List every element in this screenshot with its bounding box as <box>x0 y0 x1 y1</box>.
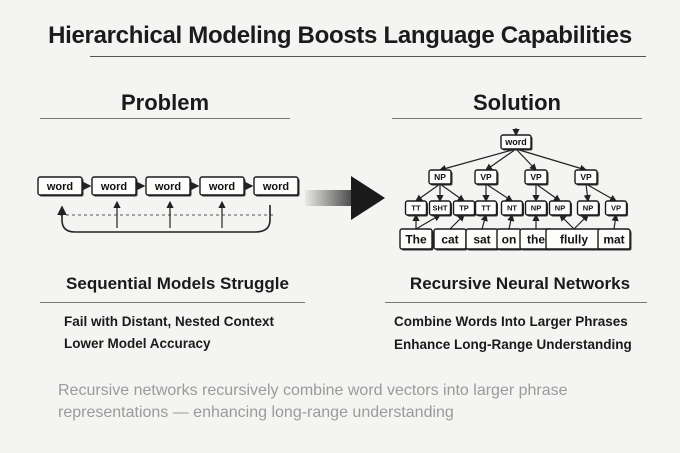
word-box-label: word <box>100 181 127 193</box>
tree-edge <box>535 183 561 202</box>
leaf-word-node-label: The <box>405 232 427 246</box>
tree-edge <box>449 214 465 230</box>
phrase-node: VP <box>574 169 599 186</box>
problem-subheading: Sequential Models Struggle <box>66 274 289 293</box>
word-box: word <box>145 176 192 197</box>
constituent-node: VP <box>604 200 628 217</box>
phrase-node: VP <box>524 169 549 186</box>
solution-bullet-1: Combine Words Into Larger Phrases <box>394 314 628 329</box>
word-box-label: word <box>208 181 235 193</box>
phrase-node-label: VP <box>480 172 492 182</box>
constituent-node: NT <box>500 200 524 217</box>
constituent-node: TP <box>452 200 476 217</box>
word-box: word <box>253 176 300 197</box>
tree-edge <box>611 213 619 230</box>
constituent-node-label: NP <box>531 204 541 213</box>
constituent-node-label: NT <box>507 204 517 213</box>
tree-edge <box>439 183 465 202</box>
solution-bullet-2: Enhance Long-Range Understanding <box>394 337 632 352</box>
solution-subheading: Recursive Neural Networks <box>409 274 631 293</box>
word-box-label: word <box>154 181 181 193</box>
tree-edge <box>415 183 441 202</box>
phrase-node-label: VP <box>530 172 542 182</box>
leaf-word-node-label: flully <box>560 232 588 246</box>
page-title: Hierarchical Modeling Boosts Language Ca… <box>48 22 632 49</box>
leaf-word-node-label: sat <box>473 232 490 246</box>
tree-root-node-label: word <box>504 137 527 147</box>
leaf-word-node: cat <box>433 228 468 251</box>
constituent-node: NP <box>576 200 600 217</box>
phrase-node-label: VP <box>580 172 592 182</box>
leaf-word-node-label: the <box>527 232 545 246</box>
tree-edge <box>515 148 537 171</box>
leaf-word-node: mat <box>597 228 632 251</box>
tree-edge <box>515 148 588 172</box>
tree-edge <box>415 214 442 230</box>
word-box: word <box>199 176 246 197</box>
problem-sub-rule <box>40 302 305 303</box>
phrase-node: VP <box>474 169 499 186</box>
phrase-node: NP <box>428 169 453 186</box>
tree-edge <box>507 213 515 230</box>
leaf-word-node-label: cat <box>441 232 458 246</box>
word-box: word <box>91 176 138 197</box>
transition-arrow-icon <box>305 176 385 220</box>
tree-edge <box>485 148 517 171</box>
constituent-node-label: SHT <box>433 204 448 213</box>
sequential-diagram: word word word word word <box>37 176 300 233</box>
leaf-word-node: The <box>399 228 434 251</box>
word-box-label: word <box>46 181 73 193</box>
problem-bullet-1: Fail with Distant, Nested Context <box>64 314 275 329</box>
leaf-word-node: sat <box>465 228 500 251</box>
leaf-word-node-label: on <box>502 232 517 246</box>
tree-edge <box>583 183 591 203</box>
leaf-word-node-label: mat <box>603 232 624 246</box>
phrase-node-label: NP <box>434 172 446 182</box>
tree-root-node: word <box>500 134 533 151</box>
solution-heading-rule <box>392 118 642 119</box>
constituent-node-label: VP <box>611 204 621 213</box>
tree-edge <box>585 183 618 202</box>
constituent-node: TT <box>404 200 428 217</box>
problem-heading-rule <box>40 118 290 119</box>
tree-edge <box>559 214 575 230</box>
problem-bullet-2: Lower Model Accuracy <box>64 336 211 351</box>
constituent-node: SHT <box>428 200 452 217</box>
tree-edge <box>485 183 514 202</box>
constituent-node-label: NP <box>583 204 593 213</box>
constituent-node: NP <box>548 200 572 217</box>
feedback-loop-arrow <box>57 205 271 233</box>
constituent-node: TT <box>474 200 498 217</box>
caption-text: Recursive networks recursively combine w… <box>58 382 568 421</box>
title-divider <box>90 56 646 57</box>
tree-edge <box>438 148 517 172</box>
word-box-label: word <box>262 181 289 193</box>
constituent-node-label: TP <box>459 204 469 213</box>
tree-edge <box>480 213 488 230</box>
constituent-node-label: TT <box>481 204 491 213</box>
constituent-node-label: TT <box>411 204 421 213</box>
leaf-word-node: on <box>496 228 523 251</box>
constituent-node: NP <box>524 200 548 217</box>
constituent-node-label: NP <box>555 204 565 213</box>
leaf-word-node: flully <box>545 228 604 251</box>
word-box: word <box>37 176 84 197</box>
solution-heading: Solution <box>473 90 561 115</box>
tree-edge <box>573 214 589 230</box>
solution-sub-rule <box>385 302 647 303</box>
problem-heading: Problem <box>120 90 210 115</box>
